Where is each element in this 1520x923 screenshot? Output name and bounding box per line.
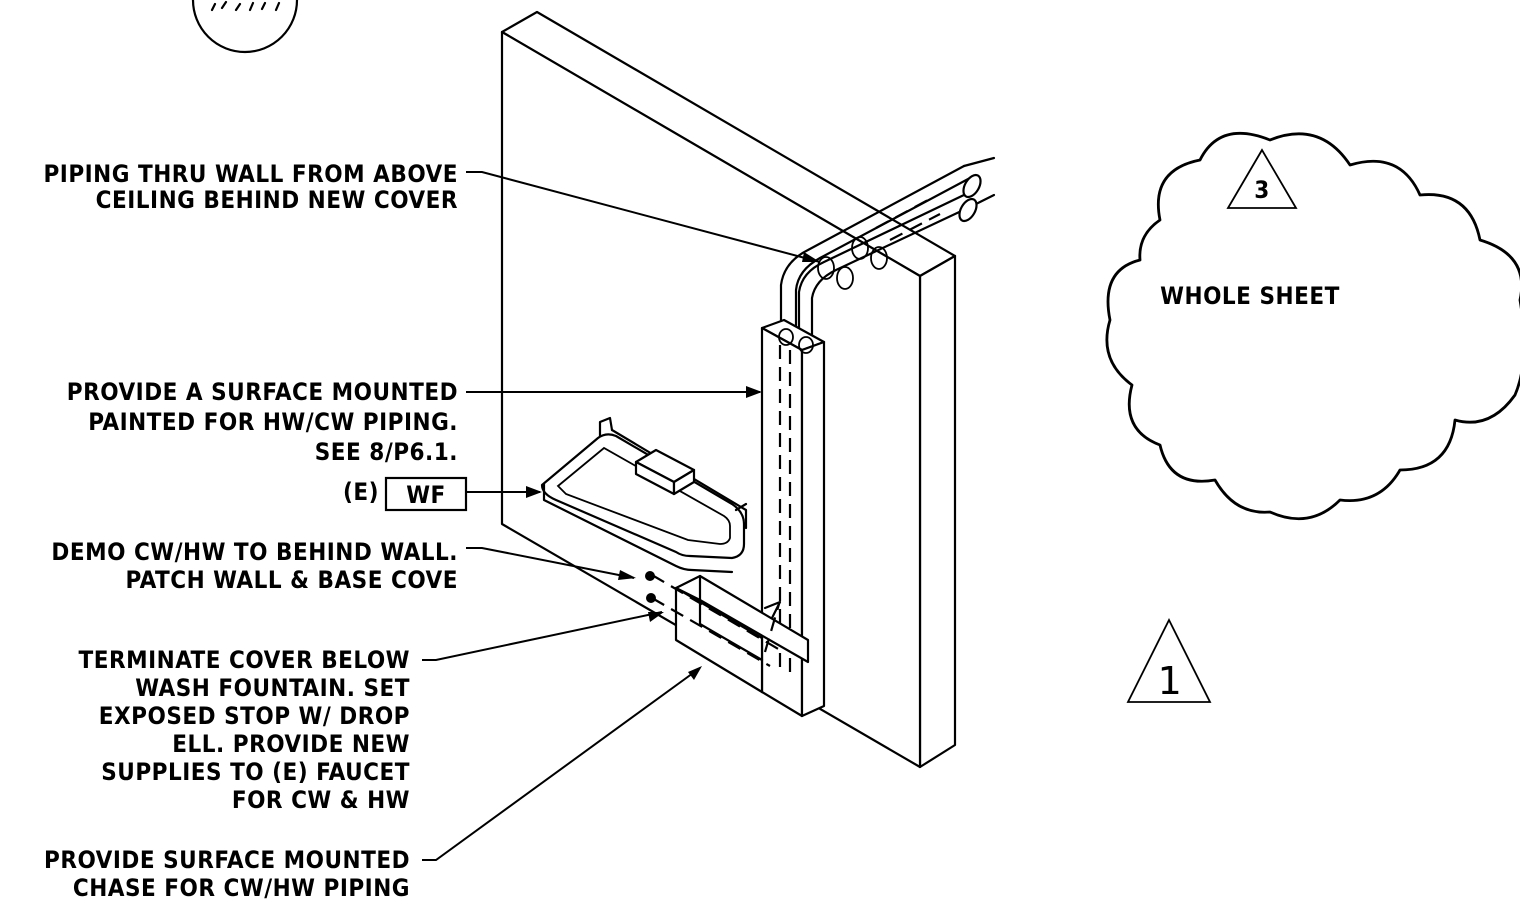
revision-cloud: 3 WHOLE SHEET: [1105, 132, 1520, 521]
detail-bubble: [191, 0, 299, 54]
note-piping-thru-wall: PIPING THRU WALL FROM ABOVE CEILING BEHI…: [43, 160, 821, 263]
note-line: TERMINATE COVER BELOW: [79, 646, 411, 674]
note-line: CHASE FOR CW/HW PIPING: [73, 874, 410, 902]
note-line: PROVIDE A SURFACE MOUNTED: [67, 378, 458, 406]
note-line: DEMO CW/HW TO BEHIND WALL.: [51, 538, 458, 566]
note-line: ELL. PROVIDE NEW: [172, 730, 410, 758]
horizontal-chase: [645, 571, 810, 694]
note-surface-mounted-chase: PROVIDE SURFACE MOUNTED CHASE FOR CW/HW …: [44, 666, 702, 902]
fixture-tag-code: WF: [406, 481, 446, 509]
note-line: CEILING BEHIND NEW COVER: [96, 186, 458, 214]
fixture-tag-prefix: (E): [343, 478, 379, 506]
note-line: WASH FOUNTAIN. SET: [135, 674, 410, 702]
note-line: SUPPLIES TO (E) FAUCET: [101, 758, 410, 786]
note-demo-cw-hw: DEMO CW/HW TO BEHIND WALL. PATCH WALL & …: [51, 538, 636, 594]
wash-fountain: [540, 416, 748, 574]
note-line: SEE 8/P6.1.: [315, 438, 458, 466]
note-line: EXPOSED STOP W/ DROP: [99, 702, 410, 730]
note-line: PROVIDE SURFACE MOUNTED: [44, 846, 410, 874]
note-terminate-cover: TERMINATE COVER BELOW WASH FOUNTAIN. SET…: [79, 611, 664, 814]
note-surface-mounted-cover: PROVIDE A SURFACE MOUNTED PAINTED FOR HW…: [67, 378, 762, 466]
note-line: FOR CW & HW: [232, 786, 410, 814]
pipes-through-wall: [779, 156, 996, 350]
revision-cloud-text: WHOLE SHEET: [1160, 282, 1340, 310]
surface-mounted-cover: [760, 318, 826, 718]
revision-delta-number: 1: [1158, 659, 1183, 703]
note-line: PAINTED FOR HW/CW PIPING.: [88, 408, 458, 436]
revision-delta-1: 1: [1126, 617, 1212, 703]
note-line: PIPING THRU WALL FROM ABOVE: [43, 160, 458, 188]
note-line: PATCH WALL & BASE COVE: [126, 566, 458, 594]
fixture-tag-wf: (E) WF: [343, 476, 542, 512]
revision-cloud-delta: 3: [1254, 176, 1270, 204]
